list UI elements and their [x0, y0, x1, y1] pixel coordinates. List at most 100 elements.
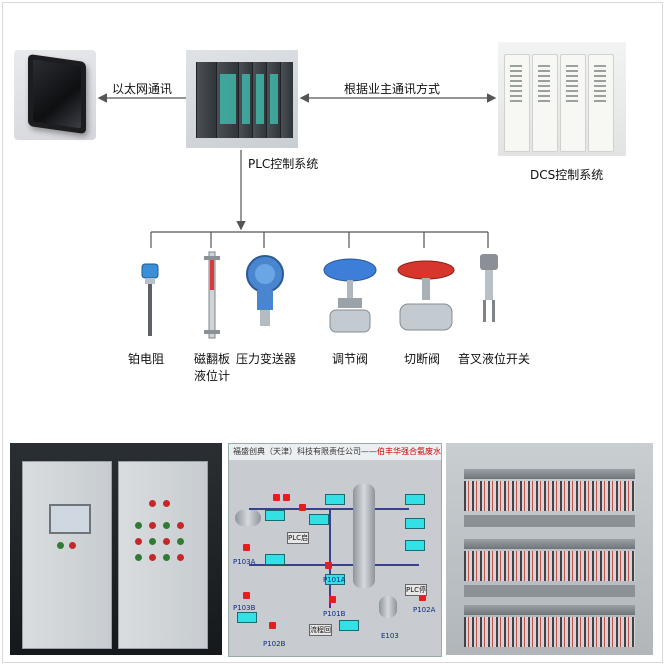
- hmi-valve: [243, 544, 250, 551]
- indicator-light: [135, 522, 142, 529]
- pressure-transmitter-image: [246, 255, 284, 326]
- plc-module: [280, 62, 293, 138]
- dcs-module: [588, 54, 614, 152]
- hmi-value-box: [265, 510, 285, 521]
- hmi-value-box: [405, 494, 425, 505]
- cabinet-screen: [49, 504, 91, 534]
- indicator-light: [149, 538, 156, 545]
- hmi-value-box: [309, 514, 329, 525]
- touch-panel-body: [28, 53, 86, 135]
- indicator-light: [163, 500, 170, 507]
- plc-label: PLC控制系统: [248, 157, 319, 171]
- hmi-tag: P103B: [233, 604, 256, 612]
- hmi-valve: [269, 622, 276, 629]
- indicator-light: [57, 542, 64, 549]
- hmi-separator: ——: [361, 447, 377, 456]
- hmi-value-box: [237, 612, 257, 623]
- hmi-pipe: [329, 508, 331, 608]
- hmi-column-tank: [353, 484, 375, 588]
- hmi-value-box: [325, 574, 345, 585]
- din-rail: [464, 605, 635, 615]
- hmi-tag: P101B: [323, 610, 346, 618]
- hmi-tag: P102B: [263, 640, 286, 648]
- hmi-pipe: [249, 564, 419, 566]
- plc-module: [216, 62, 239, 138]
- hmi-company: 福盛创典（天津）科技有限责任公司: [233, 447, 361, 456]
- wire-bundle: [464, 617, 635, 647]
- hmi-tag: P101A: [323, 576, 346, 584]
- magnetic-level-gauge-image: [204, 251, 220, 339]
- din-rail: [464, 469, 635, 479]
- hmi-valve: [299, 504, 306, 511]
- hmi-screenshot: 福盛创典（天津）科技有限责任公司——伯丰华强合氨废水处 PLC启 P103A P…: [228, 443, 442, 657]
- hmi-heat-exchanger: [235, 510, 261, 526]
- hmi-vessel: [379, 596, 397, 618]
- indicator-light: [163, 538, 170, 545]
- plc-module: [238, 62, 253, 138]
- din-rail: [464, 539, 635, 549]
- hmi-project: 伯丰华强合氨废水处: [377, 447, 441, 456]
- dcs-image: [498, 42, 626, 156]
- hmi-value-box: [265, 554, 285, 565]
- hmi-valve: [283, 494, 290, 501]
- indicator-light: [177, 538, 184, 545]
- control-valve-label: 调节阀: [332, 352, 369, 366]
- hmi-value-box: [325, 494, 345, 505]
- control-valve-image: [323, 258, 377, 333]
- ethernet-label: 以太网通讯: [112, 82, 173, 96]
- hmi-valve: [329, 596, 336, 603]
- indicator-light: [177, 522, 184, 529]
- indicator-light: [135, 538, 142, 545]
- hmi-valve: [243, 592, 250, 599]
- hmi-tag: E103: [381, 632, 399, 640]
- indicator-light: [149, 554, 156, 561]
- hmi-value-box: [405, 518, 425, 529]
- pt-resistor-label: 铂电阻: [128, 352, 165, 366]
- plc-module: [266, 62, 281, 138]
- indicator-light: [177, 554, 184, 561]
- dcs-module: [532, 54, 558, 152]
- hmi-tag: PLC停: [405, 584, 428, 596]
- pressure-transmitter-label: 压力变送器: [236, 352, 297, 366]
- hmi-valve: [325, 562, 332, 569]
- hmi-tag: 流程回: [309, 624, 332, 636]
- dcs-module: [560, 54, 586, 152]
- wiring-photo: [446, 443, 653, 655]
- hmi-tag: P102A: [413, 606, 436, 614]
- plc-image: [186, 50, 298, 148]
- level-gauge-label-line2: 液位计: [194, 369, 231, 383]
- indicator-light: [135, 554, 142, 561]
- dcs-module: [504, 54, 530, 152]
- tuning-fork-switch-image: [480, 254, 498, 322]
- dcs-label: DCS控制系统: [530, 168, 604, 182]
- hmi-valve: [419, 594, 426, 601]
- tuning-fork-switch-label: 音叉液位开关: [458, 352, 531, 366]
- wire-bundle: [464, 551, 635, 581]
- hmi-valve: [273, 494, 280, 501]
- indicator-light: [149, 522, 156, 529]
- hmi-tag: PLC启: [287, 532, 310, 544]
- pt-resistor-image: [141, 263, 159, 336]
- plc-module: [196, 62, 217, 138]
- plc-module: [252, 62, 267, 138]
- level-gauge-label-line1: 磁翻板: [194, 352, 231, 366]
- cabinet-photo: [10, 443, 222, 655]
- cabinet-right: [118, 461, 208, 649]
- touch-panel-image: [14, 50, 96, 140]
- owner-comm-label: 根据业主通讯方式: [344, 82, 441, 96]
- shutoff-valve-label: 切断阀: [404, 352, 441, 366]
- indicator-light: [163, 522, 170, 529]
- cable-duct: [464, 515, 635, 527]
- indicator-light: [149, 500, 156, 507]
- cable-duct: [464, 585, 635, 597]
- hmi-tag: P103A: [233, 558, 256, 566]
- cabinet-left: [22, 461, 112, 649]
- hmi-header: 福盛创典（天津）科技有限责任公司——伯丰华强合氨废水处: [229, 444, 441, 460]
- wire-bundle: [464, 481, 635, 511]
- shutoff-valve-image: [397, 260, 455, 331]
- indicator-light: [163, 554, 170, 561]
- hmi-value-box: [405, 540, 425, 551]
- indicator-light: [69, 542, 76, 549]
- hmi-value-box: [339, 620, 359, 631]
